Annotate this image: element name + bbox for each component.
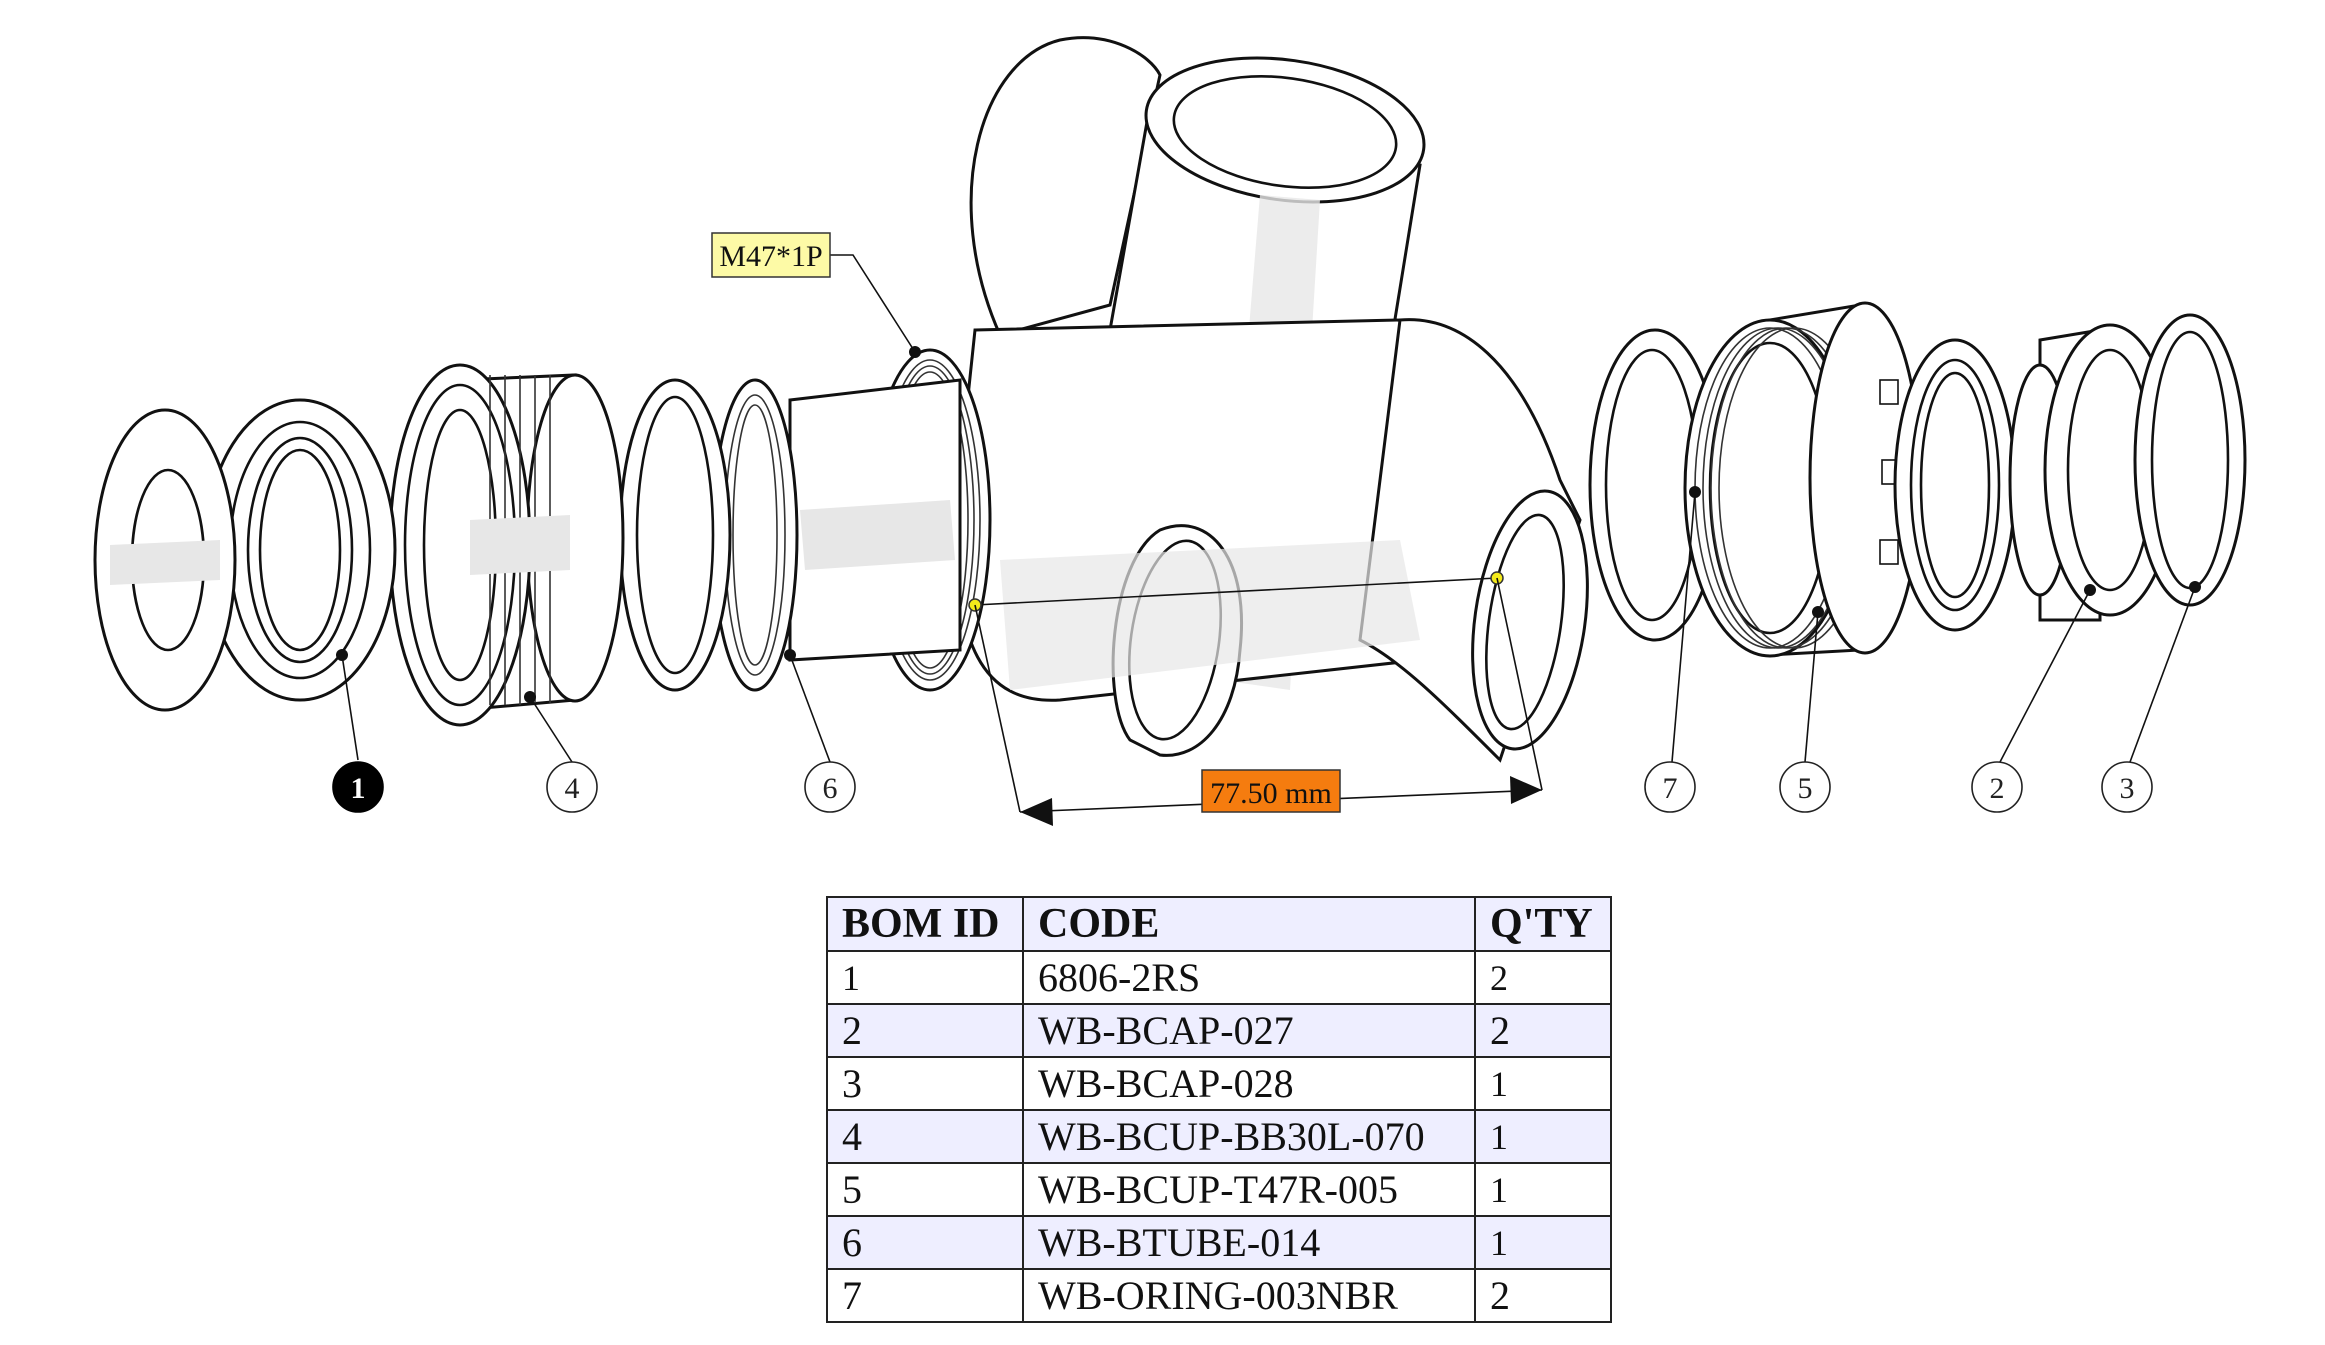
bom-qty-cell: 2 — [1474, 1268, 1612, 1323]
balloon-6-text: 6 — [823, 772, 838, 805]
bom-header-row: BOM ID CODE Q'TY — [826, 896, 1612, 952]
table-row: 1 6806-2RS 2 — [826, 950, 1612, 1005]
table-row: 6 WB-BTUBE-014 1 — [826, 1215, 1612, 1270]
balloon-3-text: 3 — [2120, 772, 2135, 805]
cap-drawing — [93, 408, 237, 712]
bom-qty-cell: 1 — [1474, 1215, 1612, 1270]
bom-header-id: BOM ID — [826, 896, 1024, 952]
bom-code-cell: 6806-2RS — [1022, 950, 1476, 1005]
bom-id-cell: 2 — [826, 1003, 1024, 1058]
bom-table: BOM ID CODE Q'TY 1 6806-2RS 2 2 WB-BCAP-… — [826, 896, 1612, 1323]
bom-code-cell: WB-BCUP-T47R-005 — [1022, 1162, 1476, 1217]
bom-id-cell: 3 — [826, 1056, 1024, 1111]
thread-spec-label — [711, 232, 831, 278]
bom-id-cell: 5 — [826, 1162, 1024, 1217]
bom-id-cell: 7 — [826, 1268, 1024, 1323]
exploded-assembly-diagram: 77.50 mm M47*1P 1 4 6 7 5 2 — [93, 36, 2247, 826]
o-ring-drawing — [618, 378, 732, 692]
tube-drawing — [711, 378, 962, 692]
thread-callout: M47*1P — [711, 232, 921, 358]
bom-qty-cell: 1 — [1474, 1056, 1612, 1111]
dimension-label — [1201, 769, 1341, 813]
balloon-7 — [1644, 761, 1696, 813]
bom-qty-cell: 2 — [1474, 950, 1612, 1005]
bom-qty-cell: 1 — [1474, 1109, 1612, 1164]
balloon-2-text: 2 — [1990, 772, 2005, 805]
bom-code-cell: WB-ORING-003NBR — [1022, 1268, 1476, 1323]
bom-code-cell: WB-BCUP-BB30L-070 — [1022, 1109, 1476, 1164]
bom-qty-cell: 1 — [1474, 1162, 1612, 1217]
bom-code-cell: WB-BTUBE-014 — [1022, 1215, 1476, 1270]
cup-drawing — [388, 363, 625, 727]
table-row: 4 WB-BCUP-BB30L-070 1 — [826, 1109, 1612, 1164]
balloon-1 — [332, 761, 384, 813]
balloon-5 — [1779, 761, 1831, 813]
bom-qty-cell: 2 — [1474, 1003, 1612, 1058]
balloon-6 — [804, 761, 856, 813]
dimension-annotation: 77.50 mm — [968, 571, 1543, 826]
bearing-drawing — [1893, 338, 2017, 632]
cup-drawing — [1683, 301, 1922, 658]
bike-frame-drawing — [868, 36, 1589, 763]
table-row: 7 WB-ORING-003NBR 2 — [826, 1268, 1612, 1323]
bearing-drawing — [203, 398, 397, 702]
balloon-5-text: 5 — [1798, 772, 1813, 805]
bom-header-code: CODE — [1022, 896, 1476, 952]
balloon-4-text: 4 — [565, 772, 580, 805]
balloon-4 — [546, 761, 598, 813]
part-balloons: 1 4 6 7 5 2 3 — [332, 486, 2201, 813]
bom-id-cell: 4 — [826, 1109, 1024, 1164]
o-ring-drawing — [2133, 313, 2247, 607]
table-row: 3 WB-BCAP-028 1 — [826, 1056, 1612, 1111]
bom-header-qty: Q'TY — [1474, 896, 1612, 952]
bom-code-cell: WB-BCAP-027 — [1022, 1003, 1476, 1058]
thread-spec-text: M47*1P — [719, 240, 822, 273]
table-row: 5 WB-BCUP-T47R-005 1 — [826, 1162, 1612, 1217]
balloon-7-text: 7 — [1663, 772, 1678, 805]
bom-id-cell: 1 — [826, 950, 1024, 1005]
bom-code-cell: WB-BCAP-028 — [1022, 1056, 1476, 1111]
balloon-2 — [1971, 761, 2023, 813]
balloon-1-text: 1 — [351, 772, 366, 805]
bom-id-cell: 6 — [826, 1215, 1024, 1270]
table-row: 2 WB-BCAP-027 2 — [826, 1003, 1612, 1058]
dimension-label-text: 77.50 mm — [1210, 777, 1332, 810]
balloon-3 — [2101, 761, 2153, 813]
